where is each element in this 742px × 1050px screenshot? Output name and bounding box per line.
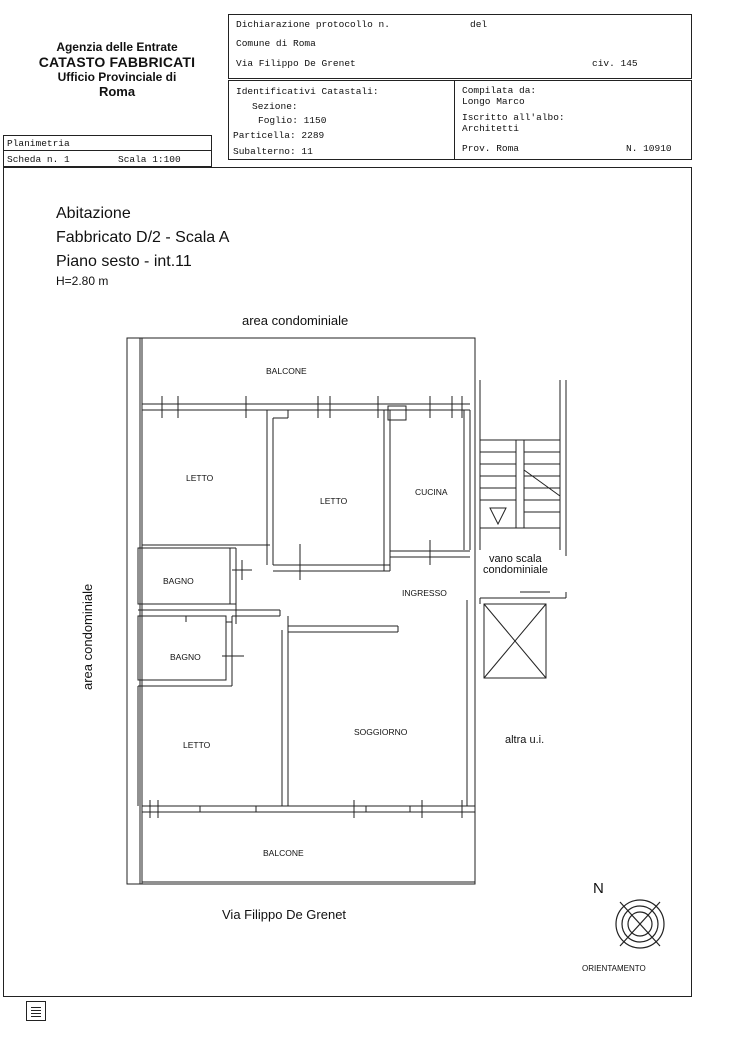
sezione-label: Sezione:	[252, 101, 298, 112]
protocol-label: Dichiarazione protocollo n.	[236, 19, 390, 30]
prov-label: Prov. Roma	[462, 143, 520, 154]
subalterno-label: Subalterno: 11	[233, 146, 313, 157]
declaration-box	[228, 14, 692, 79]
street-label: Via Filippo De Grenet	[222, 907, 347, 922]
compiler-name: Longo Marco	[462, 96, 525, 107]
civ-label: civ. 145	[592, 58, 638, 69]
albo-number: N. 10910	[626, 143, 672, 154]
menu-icon[interactable]	[26, 1001, 46, 1021]
room-balcone-top: BALCONE	[266, 366, 307, 376]
plan-title-floor: Piano sesto - int.11	[56, 253, 192, 270]
room-bagno-1: BAGNO	[163, 576, 194, 586]
agency-name: Agenzia delle Entrate	[56, 40, 178, 54]
scheda-label: Scheda n. 1	[7, 154, 70, 165]
plan-frame	[3, 167, 692, 997]
north-compass-icon	[615, 899, 665, 949]
office-city: Roma	[98, 84, 136, 99]
room-letto-2: LETTO	[320, 496, 348, 506]
room-bagno-2: BAGNO	[170, 652, 201, 662]
room-letto-1: LETTO	[186, 473, 214, 483]
stair-label-2: condominiale	[483, 564, 548, 576]
compilata-label: Compilata da:	[462, 85, 537, 96]
cadastral-divider	[454, 80, 455, 160]
orientation-label: ORIENTAMENTO	[582, 964, 646, 973]
albo-label: Architetti	[462, 123, 520, 134]
top-area-label: area condominiale	[242, 313, 349, 328]
agency-header: Agenzia delle Entrate CATASTO FABBRICATI…	[17, 40, 217, 99]
room-letto-3: LETTO	[183, 740, 211, 750]
particella-label: Particella: 2289	[233, 130, 325, 141]
sheet-box	[3, 135, 212, 167]
room-cucina: CUCINA	[415, 487, 448, 497]
plan-title-type: Abitazione	[56, 205, 131, 222]
cadastral-box	[228, 80, 692, 160]
stair-label-1: vano scala	[489, 553, 542, 565]
address-label: Via Filippo De Grenet	[236, 58, 356, 69]
scala-label: Scala 1:100	[118, 154, 181, 165]
plan-height: H=2.80 m	[56, 274, 109, 288]
planimetria-label: Planimetria	[7, 138, 70, 149]
north-label: N	[593, 880, 604, 897]
room-soggiorno: SOGGIORNO	[354, 727, 408, 737]
del-label: del	[470, 19, 488, 30]
room-ingresso: INGRESSO	[402, 588, 447, 598]
office-label: Ufficio Provinciale di	[57, 70, 177, 84]
catasto-title: CATASTO FABBRICATI	[38, 54, 196, 70]
room-balcone-bottom: BALCONE	[263, 848, 304, 858]
other-unit-label: altra u.i.	[505, 734, 545, 746]
comune-label: Comune di Roma	[236, 38, 316, 49]
plan-title-building: Fabbricato D/2 - Scala A	[56, 229, 230, 246]
foglio-label: Foglio: 1150	[258, 115, 327, 126]
cadastral-title: Identificativi Catastali:	[236, 86, 379, 97]
sheet-divider	[3, 150, 212, 151]
iscritto-label: Iscritto all'albo:	[462, 112, 565, 123]
